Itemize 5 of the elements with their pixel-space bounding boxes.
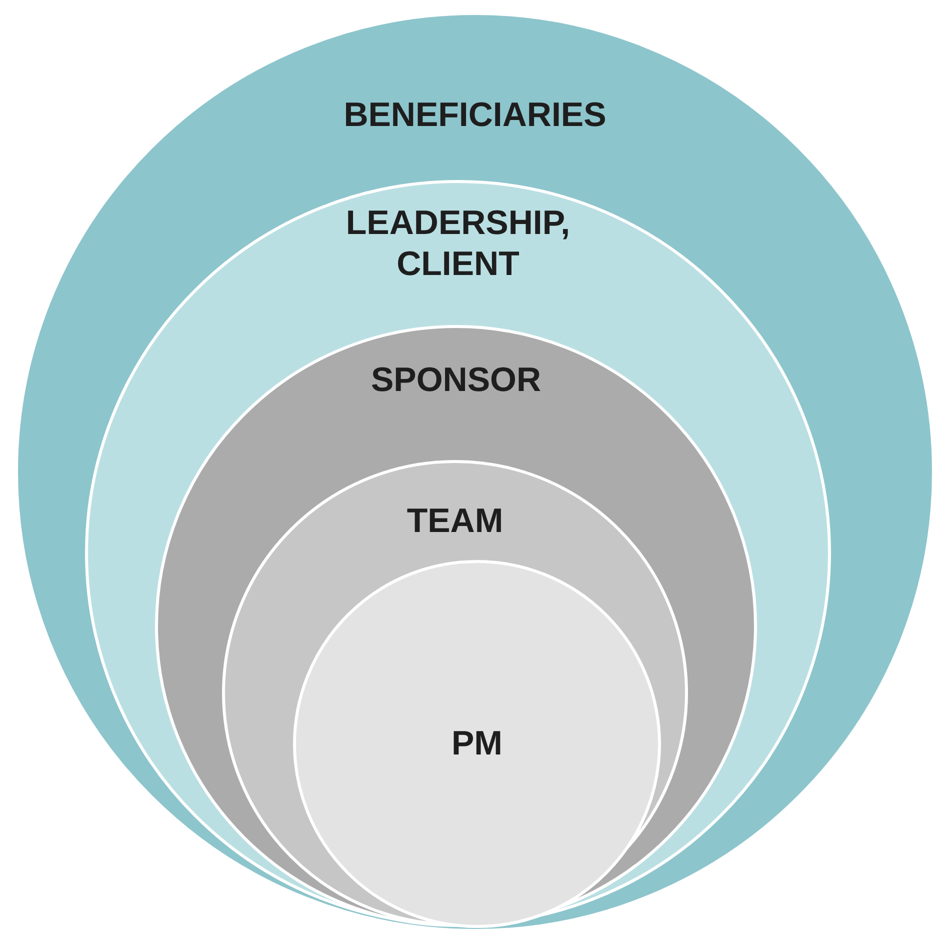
circle-label: PM: [452, 724, 502, 764]
circle-label: TEAM: [406, 501, 504, 542]
circle-label: LEADERSHIP, CLIENT: [344, 203, 572, 285]
circle-label: SPONSOR: [370, 360, 542, 401]
circle-label: BENEFICIARIES: [344, 95, 606, 136]
